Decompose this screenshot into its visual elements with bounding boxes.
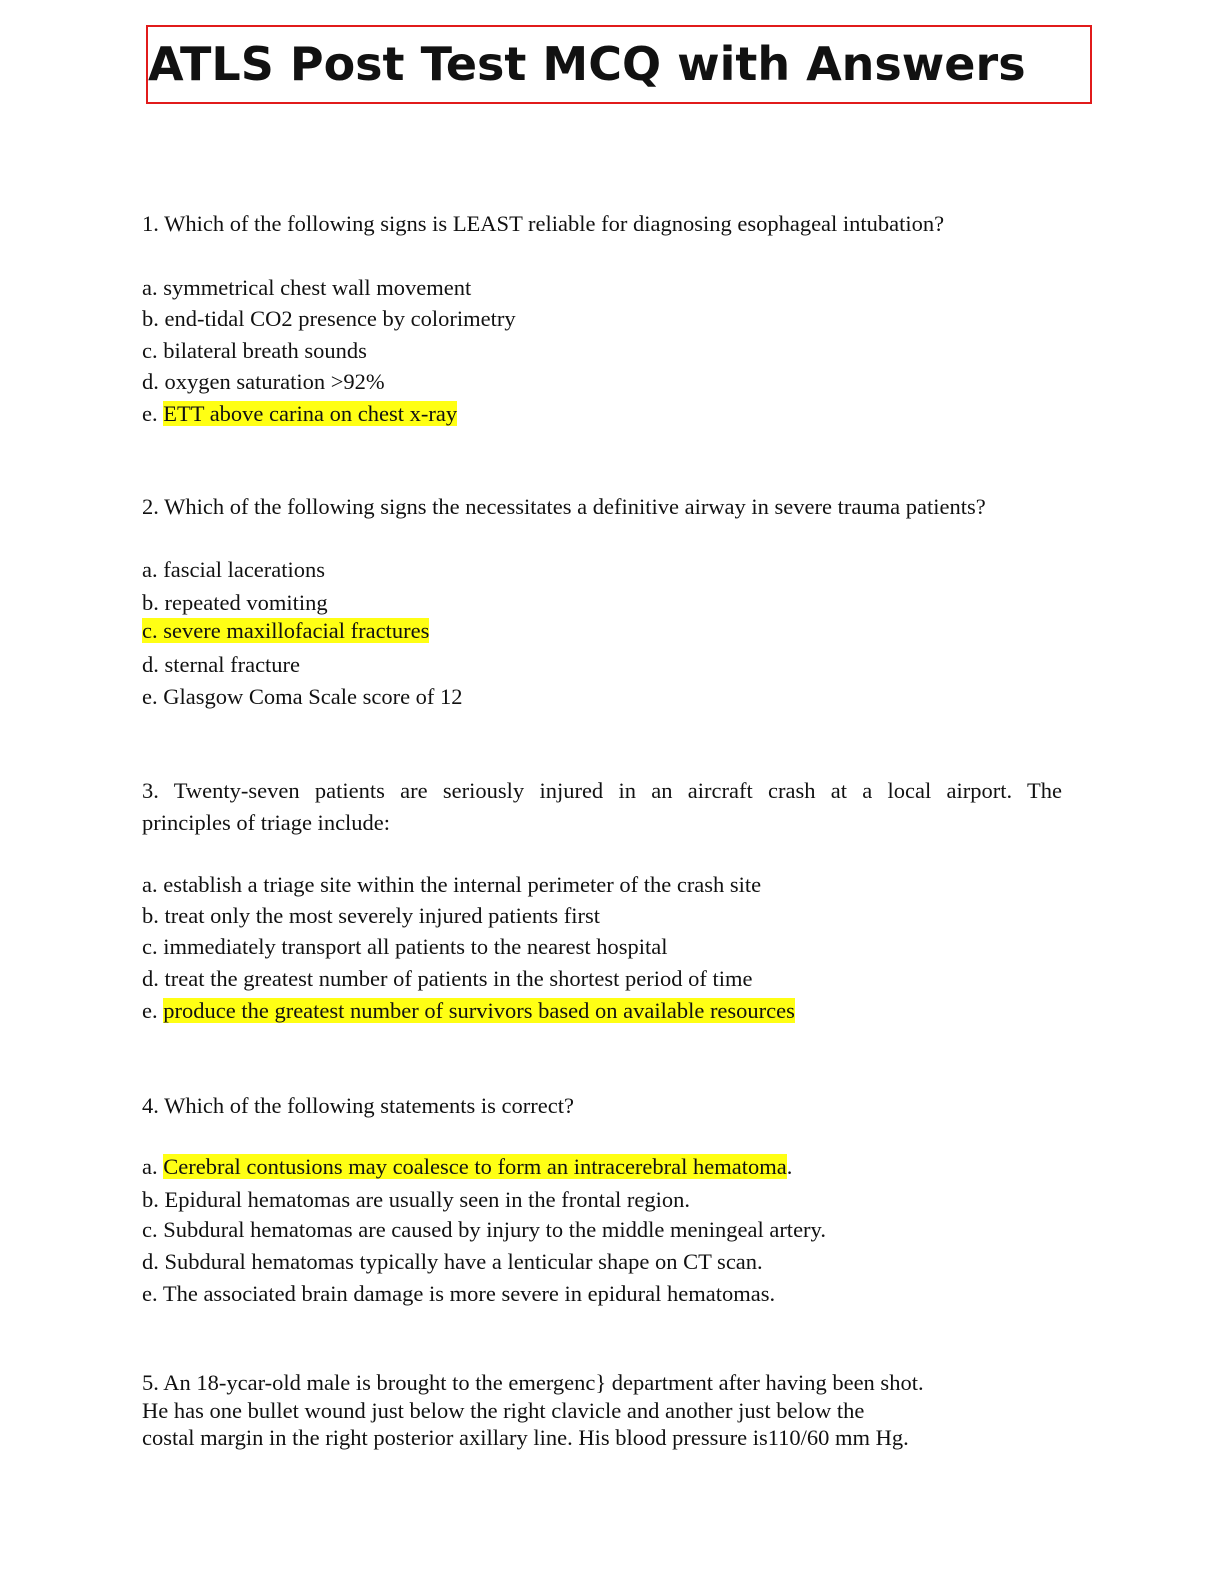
question-1-option-a: a. symmetrical chest wall movement (142, 275, 472, 300)
question-1-stem: 1. Which of the following signs is LEAST… (142, 211, 945, 236)
question-5-stem-line-2: He has one bullet wound just below the r… (142, 1398, 865, 1423)
question-3-stem-line-2: principles of triage include: (142, 810, 391, 835)
question-2-option-d: d. sternal fracture (142, 652, 301, 677)
question-3-stem-line-1: 3. Twenty-seven patients are seriously i… (142, 778, 1062, 803)
question-1-option-d: d. oxygen saturation >92% (142, 369, 385, 394)
title-frame (146, 25, 1092, 104)
question-4-option-b: b. Epidural hematomas are usually seen i… (142, 1187, 690, 1212)
question-5-stem-line-3: costal margin in the right posterior axi… (142, 1425, 909, 1450)
answer-highlight: Cerebral contusions may coalesce to form… (163, 1154, 787, 1179)
question-4-option-c: c. Subdural hematomas are caused by inju… (142, 1217, 826, 1242)
question-2-option-b: b. repeated vomiting (142, 590, 328, 615)
question-2-option-e: e. Glasgow Coma Scale score of 12 (142, 684, 463, 709)
question-3-option-a: a. establish a triage site within the in… (142, 872, 762, 897)
question-3-option-b: b. treat only the most severely injured … (142, 903, 601, 928)
answer-highlight: c. severe maxillofacial fractures (142, 618, 430, 643)
question-3-option-c: c. immediately transport all patients to… (142, 934, 668, 959)
question-3-option-d: d. treat the greatest number of patients… (142, 966, 753, 991)
answer-highlight: produce the greatest number of survivors… (163, 998, 795, 1023)
question-2-stem: 2. Which of the following signs the nece… (142, 494, 986, 519)
question-5-stem-line-1: 5. An 18-ycar-old male is brought to the… (142, 1370, 924, 1395)
answer-highlight: ETT above carina on chest x-ray (163, 401, 458, 426)
question-4-option-e: e. The associated brain damage is more s… (142, 1281, 776, 1306)
question-2-option-a: a. fascial lacerations (142, 557, 326, 582)
question-3-option-e: e. produce the greatest number of surviv… (142, 998, 795, 1023)
question-4-option-d: d. Subdural hematomas typically have a l… (142, 1249, 763, 1274)
question-4-stem: 4. Which of the following statements is … (142, 1093, 574, 1118)
question-2-option-c: c. severe maxillofacial fractures (142, 616, 430, 646)
question-1-option-b: b. end-tidal CO2 presence by colorimetry (142, 306, 516, 331)
question-4-option-a: a. Cerebral contusions may coalesce to f… (142, 1154, 793, 1179)
question-1-option-c: c. bilateral breath sounds (142, 338, 367, 363)
question-1-option-e: e. ETT above carina on chest x-ray (142, 401, 458, 426)
document-title: ATLS Post Test MCQ with Answers (148, 37, 1026, 91)
